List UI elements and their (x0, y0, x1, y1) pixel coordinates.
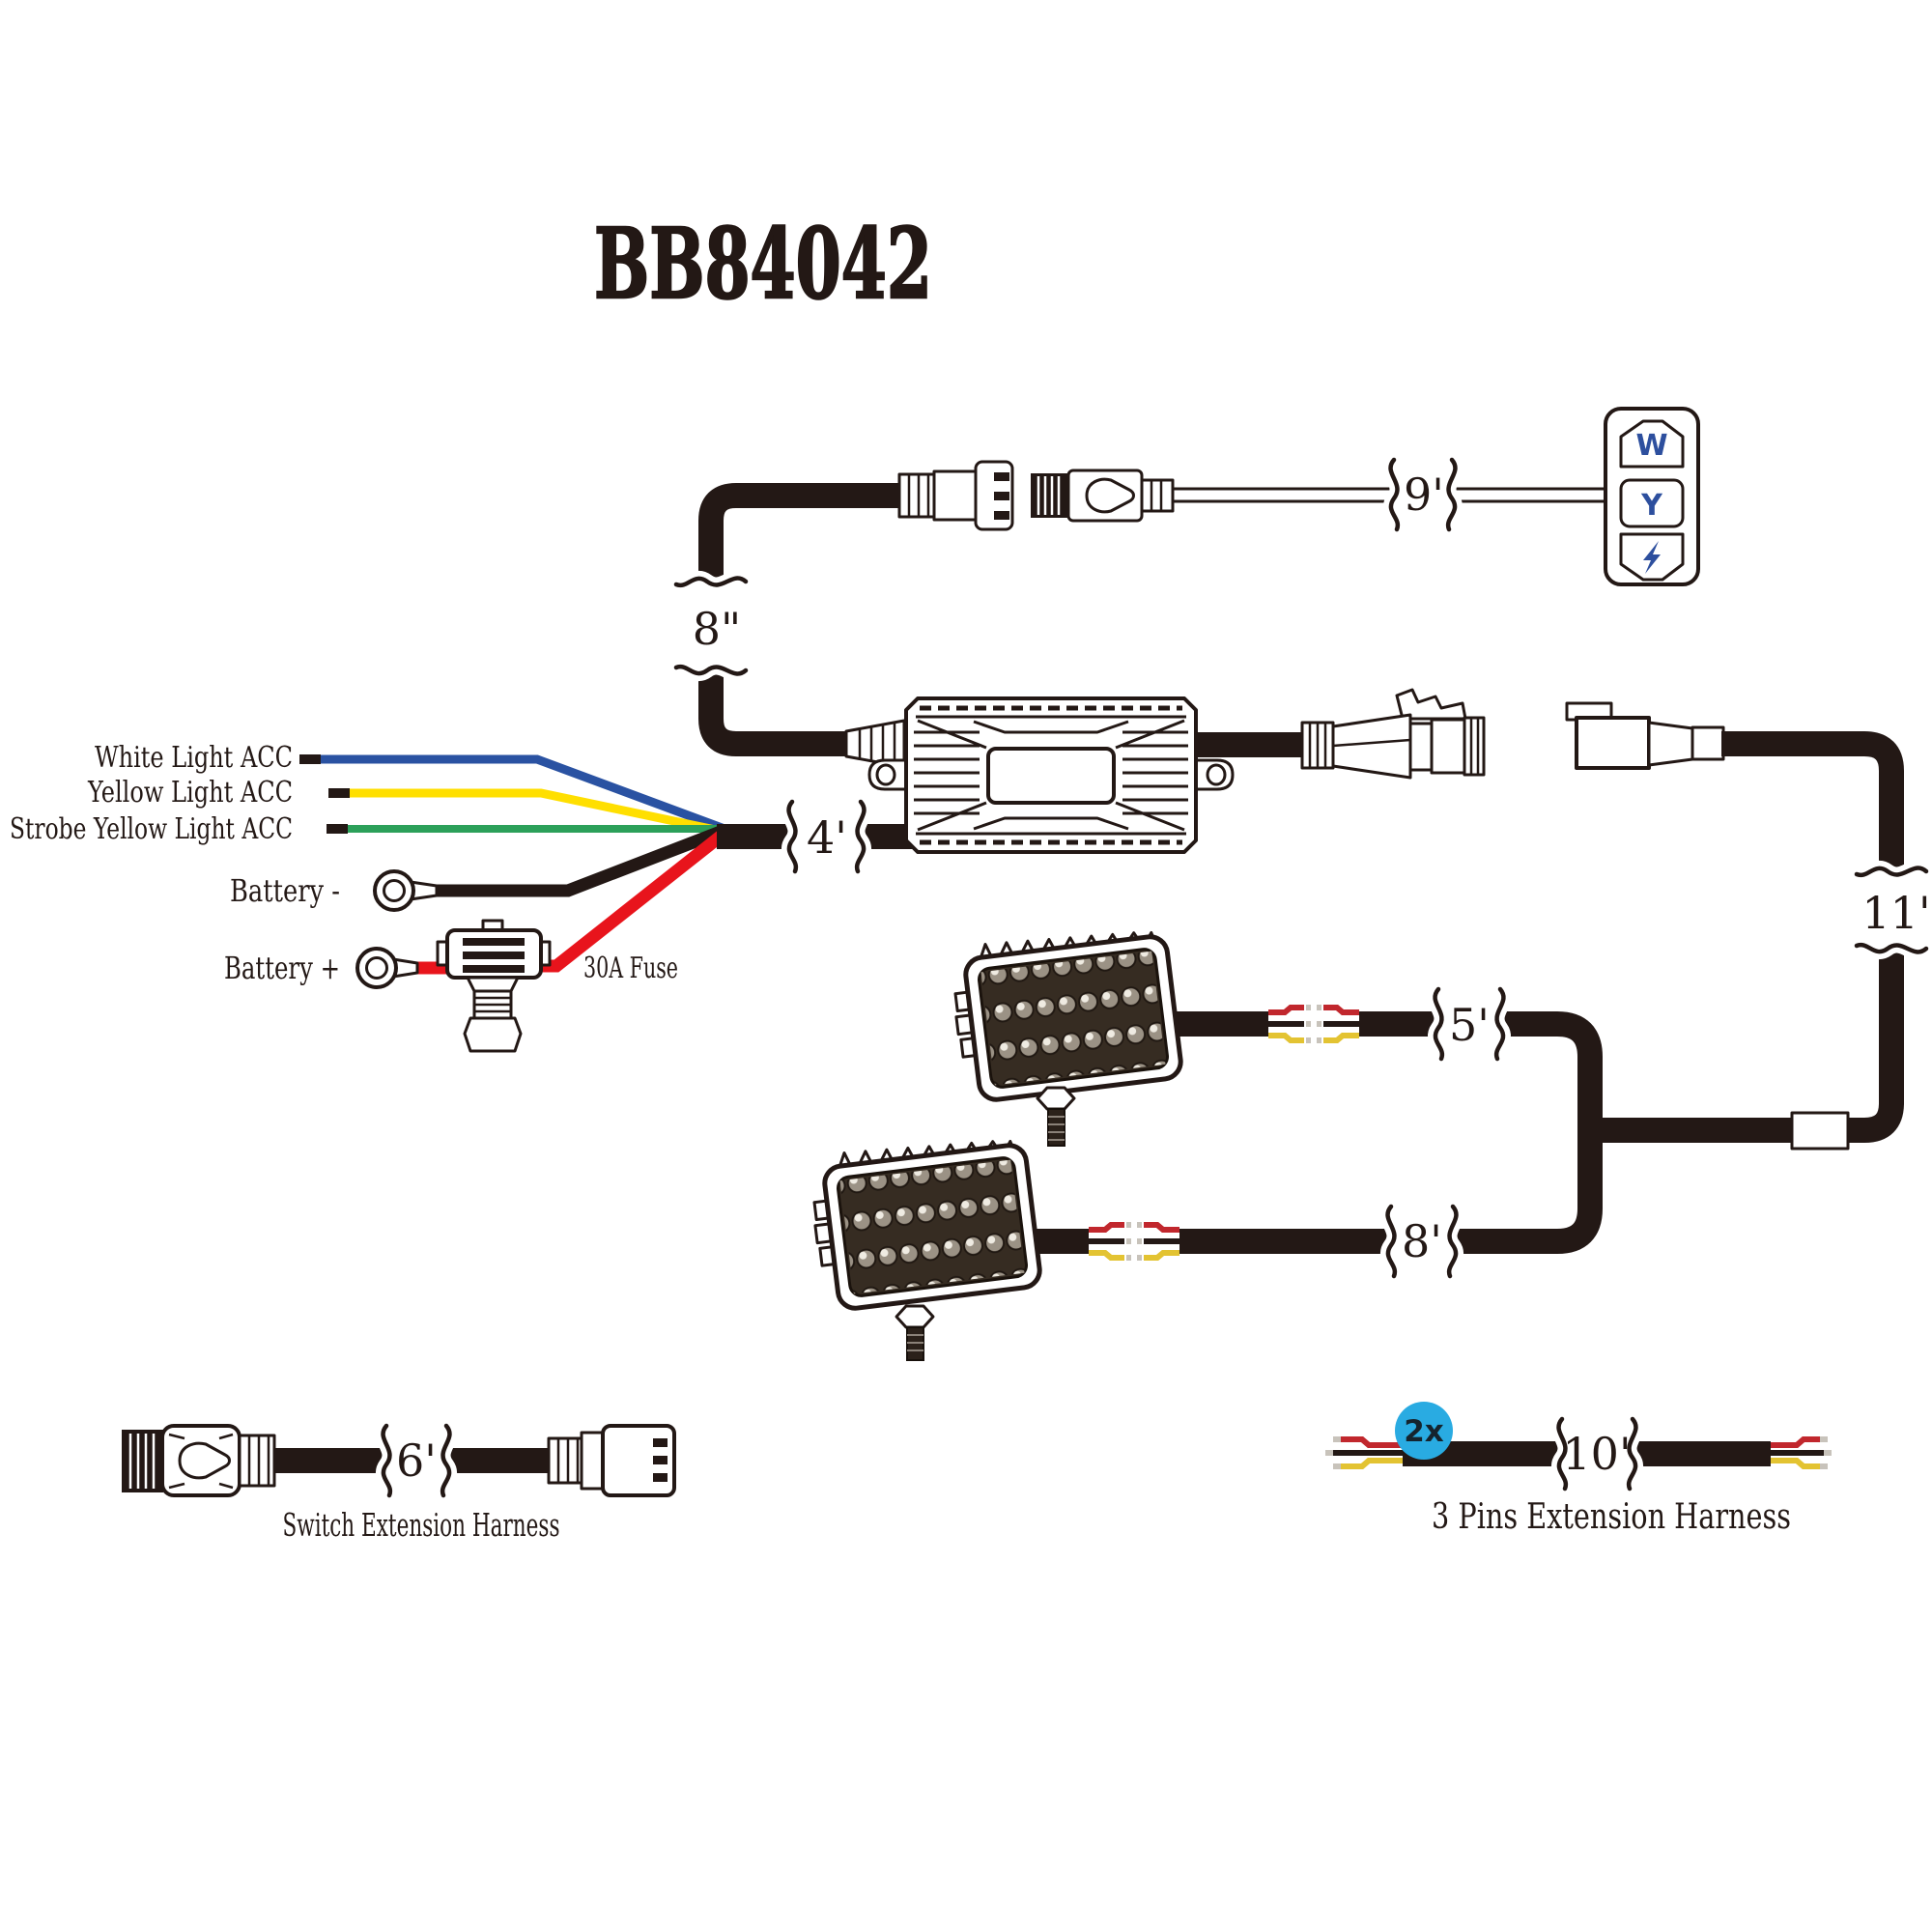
strobe-acc-label: Strobe Yellow Light ACC (10, 812, 293, 846)
splitter-box (1790, 1111, 1850, 1151)
length-label-controller-drop: 8" (693, 603, 741, 655)
yellow-acc-wire (350, 788, 725, 837)
strobe-acc-wire-tip (327, 824, 348, 834)
switch-button-yellow-label: Y (1640, 489, 1663, 523)
switch-extension-harness: Switch Extension Harness (122, 1424, 676, 1544)
length-label-switch-lead: 9' (1404, 469, 1444, 521)
upper-branch-wire (1498, 1011, 1603, 1130)
three-pin-connector-icon (1268, 1008, 1359, 1040)
pins-extension-harness: 2x 3 Pins Extension Harness (1325, 1402, 1832, 1537)
main-connector-plug-icon (1300, 688, 1486, 780)
switch-lead-wire (1455, 487, 1607, 503)
switch-lead-assembly (698, 460, 1607, 769)
lightning-bolt-icon (1643, 541, 1661, 574)
switch-panel: W Y (1604, 407, 1700, 586)
ring-terminal-negative-icon (373, 869, 439, 912)
quantity-badge-label: 2x (1404, 1414, 1444, 1449)
switch-connector-male-icon (897, 460, 1014, 531)
switch-button-yellow[interactable] (1619, 478, 1685, 528)
switch-button-white-label: W (1635, 429, 1667, 463)
ring-terminal-positive-icon (355, 947, 419, 989)
acc-battery-harness: White Light ACC Yellow Light ACC Strobe … (10, 741, 727, 1053)
fuse-holder-icon (436, 919, 552, 1053)
fused-positive-wire (539, 829, 727, 973)
white-acc-wire (321, 754, 726, 834)
white-acc-label: White Light ACC (95, 741, 293, 775)
three-pin-connector-icon (1089, 1225, 1179, 1258)
main-lead-wire (1721, 731, 1904, 871)
switch-extension-harness-label: Switch Extension Harness (283, 1506, 560, 1544)
length-label-acc-lead: 4' (807, 811, 847, 864)
yellow-acc-label: Yellow Light ACC (87, 776, 293, 810)
main-connector-receptacle-icon (1565, 701, 1725, 770)
switch-lead-wire (1173, 487, 1391, 503)
fuse-label: 30A Fuse (583, 952, 678, 985)
product-title: BB84042 (594, 207, 932, 321)
mounting-bolt-lower-icon (895, 1304, 935, 1361)
controller-drop-wire (698, 483, 899, 580)
length-label-switch-extension: 6' (396, 1435, 437, 1487)
switch-button-white[interactable] (1619, 419, 1685, 469)
length-label-main-lead: 11' (1861, 887, 1930, 939)
quantity-badge (1395, 1402, 1453, 1460)
mounting-bolt-upper-icon (1036, 1086, 1076, 1147)
length-label-pins-extension: 10' (1562, 1428, 1631, 1480)
lower-branch-wire (1454, 1130, 1603, 1254)
length-label-upper-light: 5' (1449, 999, 1490, 1051)
controller-drop-wire (698, 670, 856, 756)
white-acc-wire-tip (299, 754, 321, 764)
controller-box (867, 696, 1235, 854)
main-lead-wire (1590, 949, 1904, 1143)
yellow-acc-wire-tip (328, 788, 350, 798)
switch-connector-female-icon (1031, 469, 1175, 523)
length-label-lower-light: 8' (1402, 1215, 1442, 1267)
pins-extension-harness-label: 3 Pins Extension Harness (1432, 1497, 1791, 1537)
battery-positive-label: Battery + (224, 950, 340, 986)
light-pod-lower (807, 1131, 1041, 1312)
light-pod-upper (948, 923, 1182, 1103)
battery-negative-wire (435, 825, 724, 897)
battery-negative-label: Battery - (230, 872, 340, 909)
